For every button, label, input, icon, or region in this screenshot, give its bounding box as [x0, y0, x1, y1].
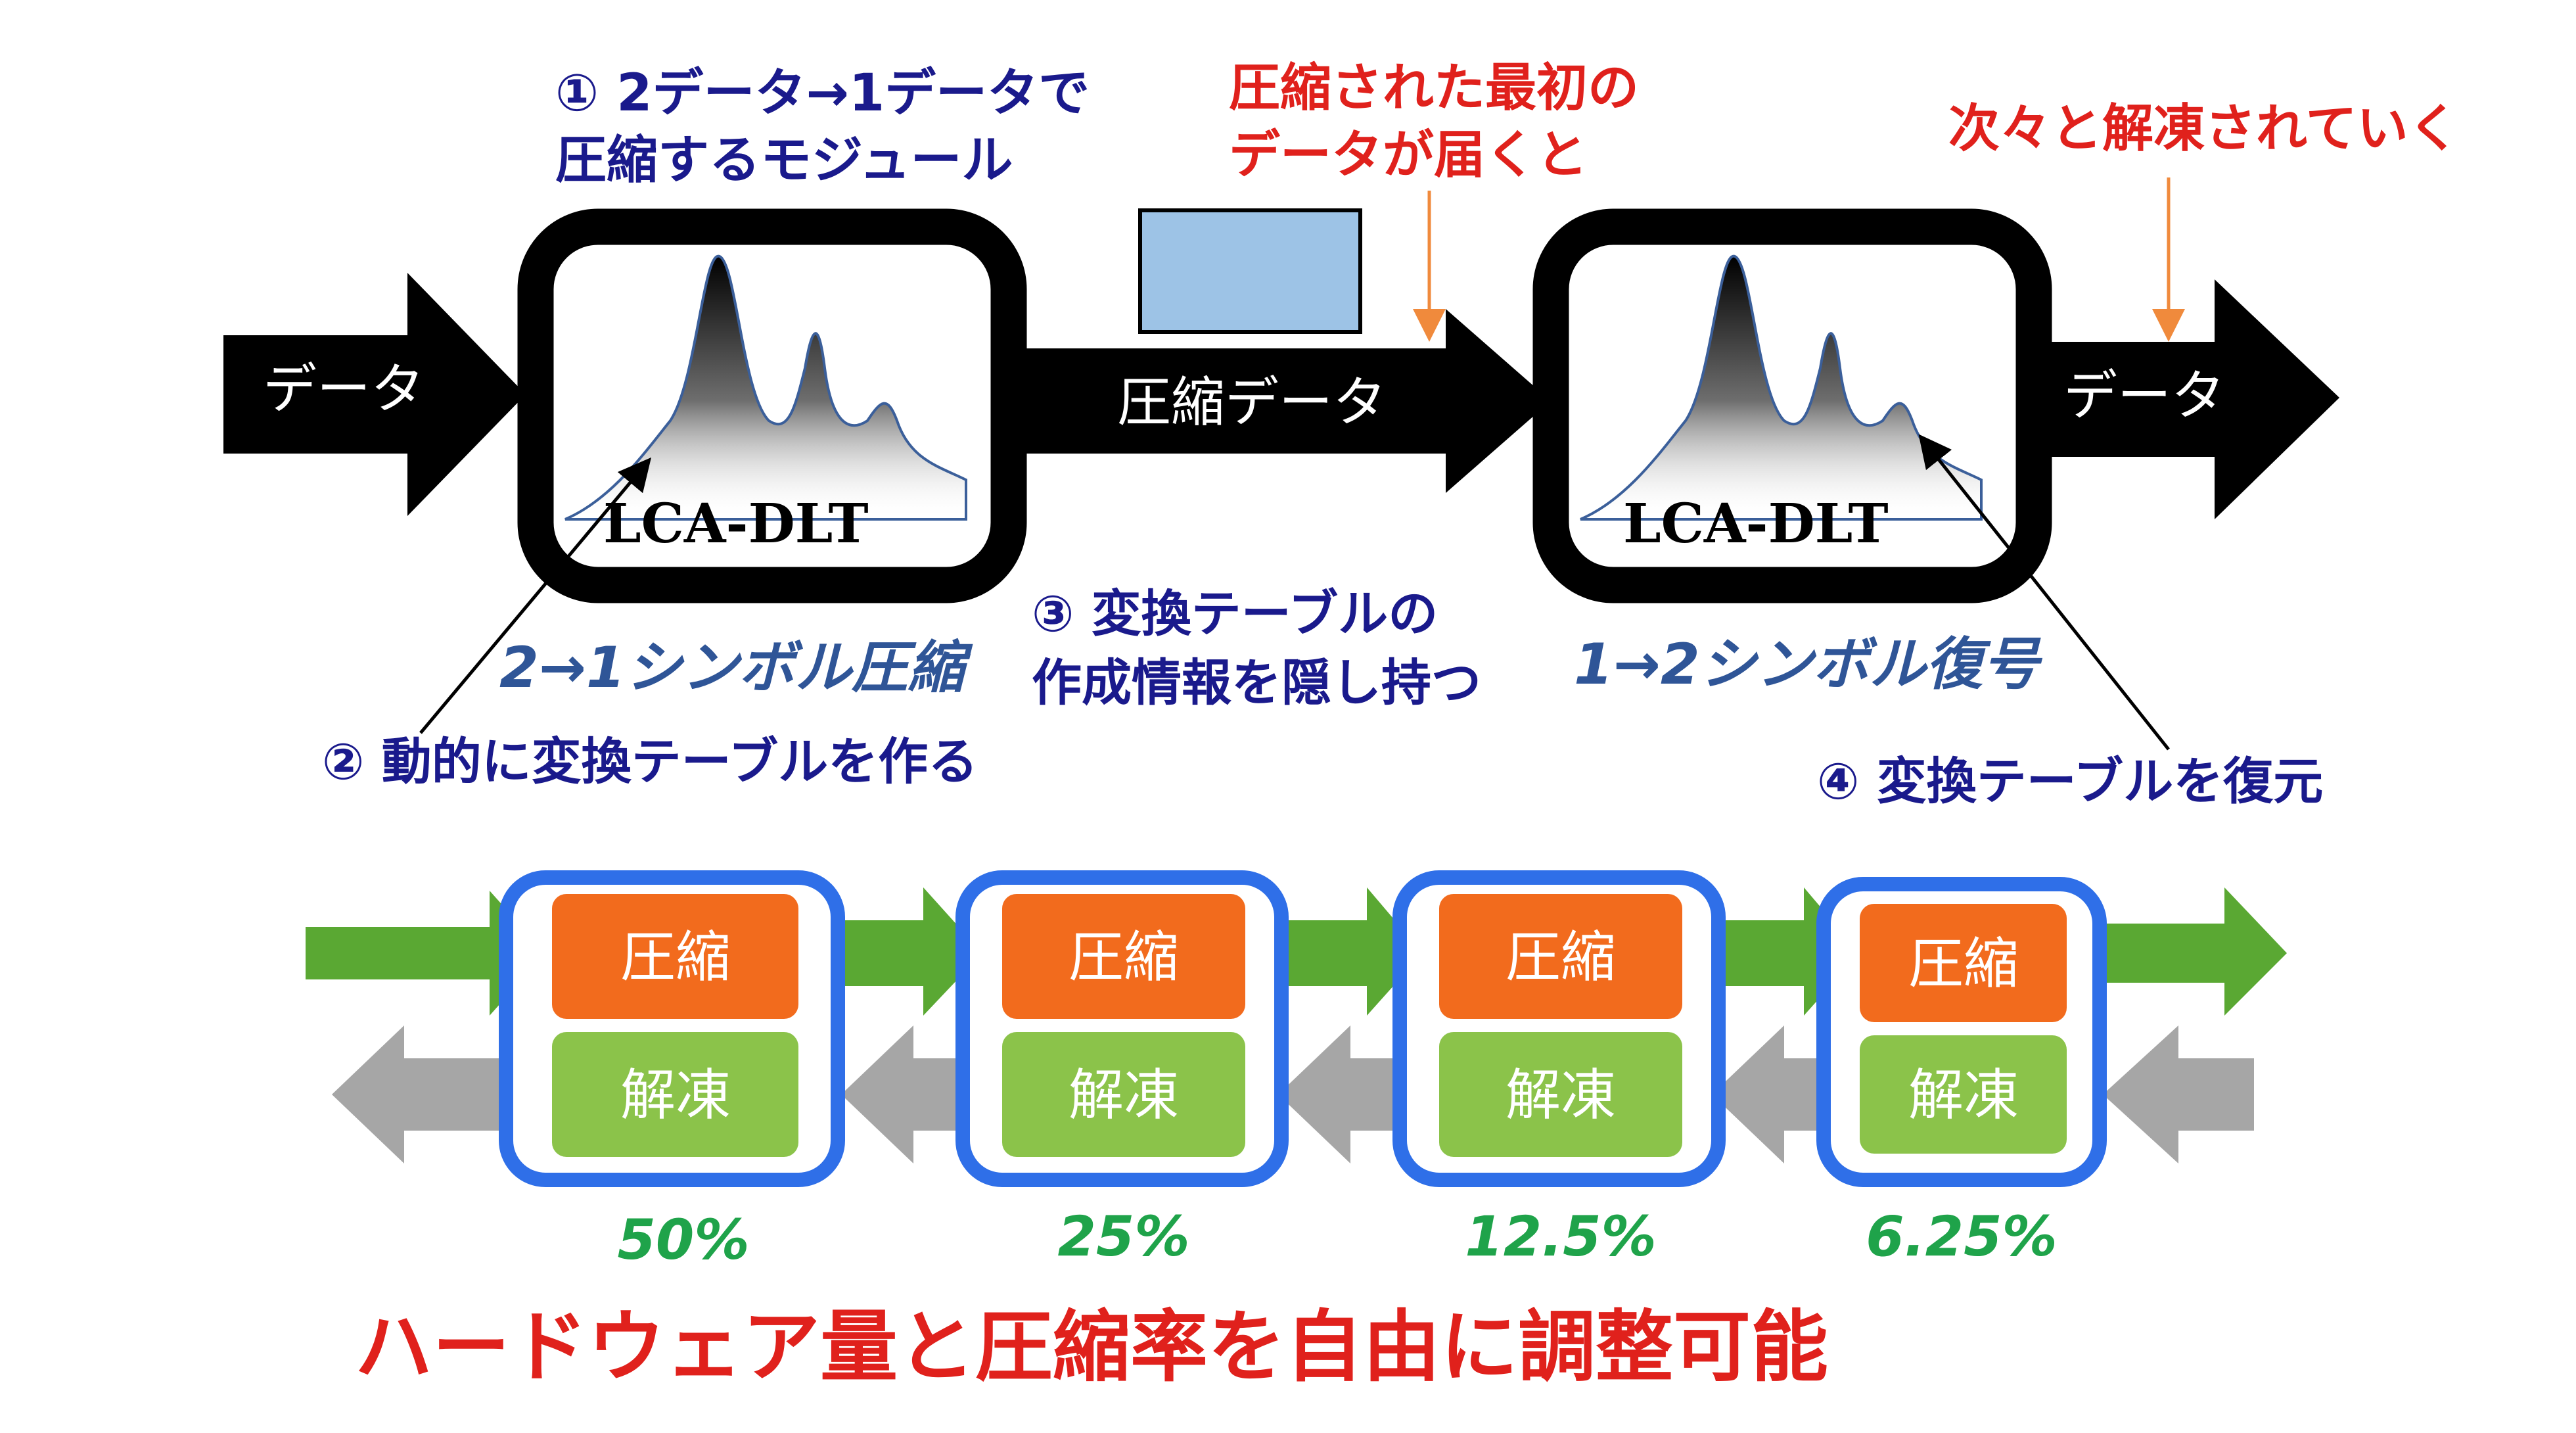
backward-arrow-5 — [2103, 1025, 2254, 1163]
decompressor-histogram-curve — [1580, 254, 1983, 521]
forward-arrow-5 — [2086, 887, 2287, 1016]
stage-2-compress-label: 圧縮 — [1069, 925, 1179, 989]
input-label: データ — [263, 358, 425, 421]
stage-3-decompress-label: 解凍 — [1506, 1063, 1616, 1127]
stage-1-decompress-label: 解凍 — [620, 1063, 731, 1127]
stage-3-ratio: 12.5% — [1465, 1204, 1656, 1269]
compressed-data-label: 圧縮データ — [1117, 371, 1387, 434]
compressed-packet — [1138, 208, 1362, 334]
note-2: ② 動的に変換テーブルを作る — [322, 732, 978, 791]
stage-4-compress-box — [1860, 904, 2067, 1022]
stage-4-compress-label: 圧縮 — [1908, 931, 2019, 996]
stage-4-decompress-label: 解凍 — [1908, 1063, 2019, 1127]
red-note-1-line-1: 圧縮された最初の — [1229, 59, 1639, 118]
stage-4-ratio: 6.25% — [1866, 1204, 2057, 1269]
input-arrow — [223, 273, 526, 516]
stage-1-compress-label: 圧縮 — [620, 925, 731, 989]
note-3-line-2: 作成情報を隠し持つ — [1032, 653, 1481, 712]
output-arrow — [2031, 279, 2339, 519]
stage-3-decompress-box — [1439, 1032, 1682, 1157]
stage-1: 圧縮 解凍 50% — [499, 870, 845, 1272]
stage-4: 圧縮 解凍 6.25% — [1816, 877, 2107, 1269]
red-note-2: 次々と解凍されていく — [1948, 99, 2460, 158]
forward-arrow-3 — [1258, 887, 1423, 1016]
note-4-pointer — [1918, 434, 2170, 751]
stage-3-compress-label: 圧縮 — [1506, 925, 1616, 989]
stage-3: 圧縮 解凍 12.5% — [1392, 870, 1726, 1269]
stage-4-decompress-box — [1860, 1035, 2067, 1154]
compressed-data-arrow — [1005, 309, 1551, 493]
decompressor-block-label: LCA-DLT — [1623, 492, 1889, 555]
backward-arrow-1 — [332, 1025, 545, 1163]
stage-1-ratio: 50% — [617, 1208, 749, 1272]
stage-2-ratio: 25% — [1057, 1204, 1189, 1269]
decompressor-caption: 1→2シンボル復号 — [1574, 632, 2043, 697]
note-3-line-1: ③ 変換テーブルの — [1032, 584, 1438, 643]
stage-2-compress-box — [1002, 894, 1245, 1019]
compressor-caption: 2→1シンボル圧縮 — [499, 635, 973, 701]
stage-3-compress-box — [1439, 894, 1682, 1019]
compressor-block-label: LCA-DLT — [603, 492, 869, 555]
output-label: データ — [2063, 365, 2225, 427]
stage-2-decompress-box — [1002, 1032, 1245, 1157]
forward-arrow-2 — [818, 887, 982, 1016]
backward-arrow-2 — [841, 1025, 982, 1163]
forward-arrow-1 — [306, 891, 545, 1016]
stage-1-decompress-box — [552, 1032, 798, 1157]
slogan: ハードウェア量と圧縮率を自由に調整可能 — [355, 1302, 1828, 1392]
stage-1-compress-box — [552, 894, 798, 1019]
stage-2: 圧縮 解凍 25% — [955, 870, 1289, 1269]
compressor-histogram-curve — [564, 254, 967, 521]
backward-arrow-3 — [1278, 1025, 1423, 1163]
note-4: ④ 変換テーブルを復元 — [1817, 752, 2323, 810]
note-2-pointer — [419, 457, 652, 734]
stage-2-decompress-label: 解凍 — [1069, 1063, 1179, 1127]
note-1-line-2: 圧縮するモジュール — [555, 131, 1013, 190]
red-note-1-line-2: データが届くと — [1229, 126, 1588, 185]
note-1-line-1: ① 2データ→1データで — [555, 64, 1090, 123]
